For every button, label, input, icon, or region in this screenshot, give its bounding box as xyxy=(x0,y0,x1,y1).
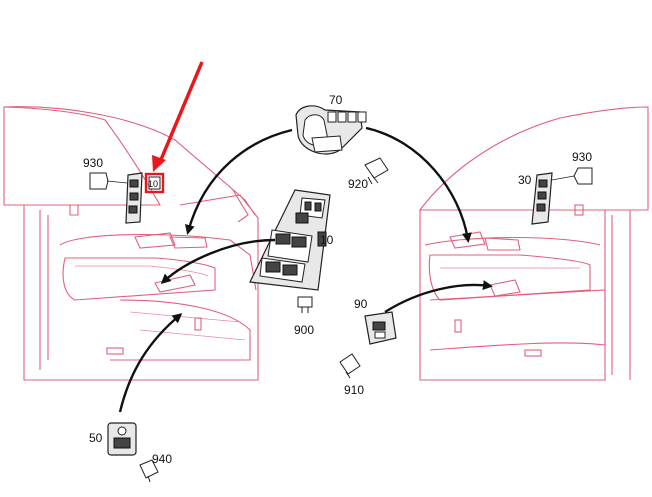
connector-910 xyxy=(339,353,361,379)
connector-900 xyxy=(297,296,313,313)
leader-lines xyxy=(106,175,575,184)
label-900: 900 xyxy=(294,323,314,337)
label-10: 10 xyxy=(320,233,334,247)
left-door-outline xyxy=(3,106,259,381)
switch-90 xyxy=(364,311,397,345)
label-70: 70 xyxy=(329,93,343,107)
assembly-arrows xyxy=(118,126,493,413)
switch-50 xyxy=(107,422,137,456)
highlighted-part xyxy=(144,172,165,194)
right-door-outline xyxy=(418,106,649,381)
label-10-small: 10 xyxy=(148,179,158,189)
seat-switch-70 xyxy=(295,105,367,155)
label-930-left: 930 xyxy=(83,156,103,170)
switch-strip-left xyxy=(125,172,143,224)
label-940: 940 xyxy=(152,452,172,466)
connector-940 xyxy=(139,459,159,483)
connector-930-right xyxy=(573,167,593,185)
red-callout-arrow xyxy=(152,61,204,172)
label-920: 920 xyxy=(348,177,368,191)
connector-920 xyxy=(364,157,389,185)
label-30: 30 xyxy=(518,173,532,187)
switch-strip-30 xyxy=(531,172,553,225)
label-930-right: 930 xyxy=(572,150,592,164)
window-switch-panel-10 xyxy=(249,189,331,291)
connector-930-left xyxy=(89,172,109,190)
label-90: 90 xyxy=(354,297,368,311)
label-50: 50 xyxy=(89,431,103,445)
label-910: 910 xyxy=(344,383,364,397)
